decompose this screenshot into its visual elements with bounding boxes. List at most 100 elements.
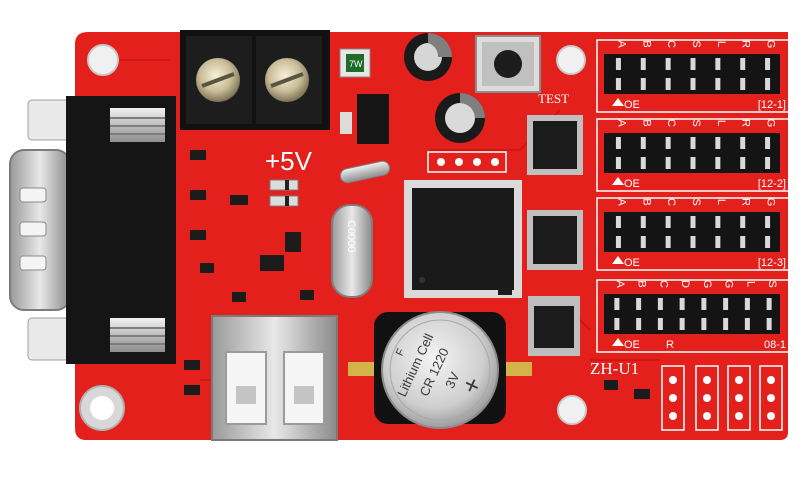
header-pin <box>765 236 771 248</box>
header-pin-label: G <box>765 119 777 128</box>
header-pin-label: C <box>657 280 669 288</box>
header-pin <box>615 78 621 90</box>
header-pin <box>765 78 771 90</box>
header-pin-label: L <box>744 281 756 287</box>
supply-label: +5V <box>265 146 313 176</box>
header-pin <box>740 216 746 228</box>
header-bottom-pin-label: R <box>666 339 674 351</box>
model-label: ZH-U1 <box>590 359 639 378</box>
header-pin <box>765 58 771 70</box>
memory-chip-2 <box>527 210 583 270</box>
header-pin <box>614 318 620 330</box>
header-pin <box>740 236 746 248</box>
header-pin <box>640 157 646 169</box>
header-pin <box>636 318 642 330</box>
diodes <box>269 179 299 207</box>
oe-marker <box>612 177 624 185</box>
oe-marker <box>612 256 624 264</box>
header-pin <box>640 58 646 70</box>
header-outline <box>596 279 791 353</box>
header-pin <box>723 298 729 310</box>
header-oe-label: OE <box>624 99 640 111</box>
header-pin <box>665 137 671 149</box>
electrolytic-capacitor-1 <box>404 33 452 81</box>
driver-chip <box>528 296 580 356</box>
header-pin-label: A <box>615 40 627 48</box>
header-pin <box>615 236 621 248</box>
header-pin <box>614 298 620 310</box>
header-pin-label: G <box>723 280 735 289</box>
header-pin <box>715 58 721 70</box>
header-oe-label: OE <box>624 339 640 351</box>
header-pin <box>640 137 646 149</box>
header-pin-label: C <box>665 119 677 127</box>
header-pin-label: C <box>665 40 677 48</box>
header-pin-label: A <box>615 198 627 206</box>
battery-polarity-label: F <box>394 347 408 358</box>
header-pin <box>740 137 746 149</box>
header-oe-label: OE <box>624 178 640 190</box>
header-pin <box>665 236 671 248</box>
crystal-large: C0000 <box>331 204 373 298</box>
fuse-marking: 7W <box>349 59 363 69</box>
header-pin <box>665 157 671 169</box>
header-pin <box>690 216 696 228</box>
header-outline <box>596 118 791 192</box>
header-pin <box>679 298 685 310</box>
test-label: TEST <box>538 91 569 106</box>
screw-terminal <box>180 30 330 130</box>
header-tag: 08-1 <box>764 339 786 351</box>
header-tag: [12-3] <box>758 257 786 269</box>
header-pin <box>766 318 772 330</box>
header-pin-label: B <box>640 198 652 205</box>
header-pin <box>690 157 696 169</box>
header-housing <box>604 294 780 334</box>
main-microcontroller <box>404 180 522 298</box>
header-pin-label: R <box>740 40 752 48</box>
electrolytic-capacitor-2 <box>435 93 485 143</box>
test-button[interactable] <box>475 35 541 93</box>
usb-a-connector <box>211 315 338 441</box>
header-pin <box>701 298 707 310</box>
header-pin <box>715 157 721 169</box>
mounting-hole-bottom-left <box>79 385 125 431</box>
header-pin <box>665 78 671 90</box>
header-pin-label: A <box>615 119 627 127</box>
header-oe-label: OE <box>624 257 640 269</box>
header-outline <box>596 39 791 113</box>
header-pin <box>766 298 772 310</box>
header-pin-label: B <box>640 119 652 126</box>
smd-components <box>184 150 650 399</box>
mounting-hole-bottom-right <box>557 395 587 425</box>
header-pin-label: S <box>690 119 702 126</box>
header-pin <box>765 216 771 228</box>
crystal-small <box>339 160 391 184</box>
header-pin-label: R <box>740 198 752 206</box>
header-pin-label: R <box>740 119 752 127</box>
header-pin-label: C <box>665 198 677 206</box>
header-pin <box>679 318 685 330</box>
header-pin-label: L <box>715 199 727 205</box>
header-tag: [12-2] <box>758 178 786 190</box>
header-pin <box>690 58 696 70</box>
header-pin <box>723 318 729 330</box>
header-pin <box>615 216 621 228</box>
header-pin <box>690 236 696 248</box>
header-pin-label: A <box>614 280 626 288</box>
oe-marker <box>612 338 624 346</box>
header-pin <box>636 298 642 310</box>
battery-line-3: 3V <box>442 370 462 391</box>
mounting-hole-top-left <box>87 44 119 76</box>
header-pin <box>665 58 671 70</box>
header-pin <box>690 78 696 90</box>
memory-chip-1 <box>527 115 583 175</box>
jumper-pads <box>661 365 783 431</box>
coin-cell-battery: Lithium Cell CR 1220 3V + F <box>381 311 499 429</box>
fuse: 7W <box>339 48 371 78</box>
header-pin <box>657 318 663 330</box>
header-pin <box>740 157 746 169</box>
